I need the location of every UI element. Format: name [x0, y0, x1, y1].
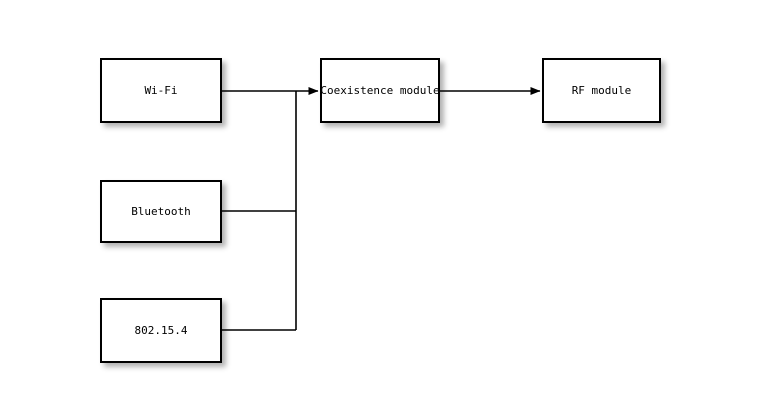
node-wifi[interactable]: Wi-Fi	[100, 58, 222, 123]
node-802-15-4-label: 802.15.4	[134, 324, 188, 337]
node-wifi-label: Wi-Fi	[144, 84, 178, 97]
node-bluetooth-label: Bluetooth	[131, 205, 191, 218]
node-802-15-4[interactable]: 802.15.4	[100, 298, 222, 363]
node-bluetooth[interactable]: Bluetooth	[100, 180, 222, 243]
node-coexistence-module-label: Coexistence module	[320, 84, 440, 97]
node-coexistence-module[interactable]: Coexistence module	[320, 58, 440, 123]
node-rf-module-label: RF module	[571, 84, 632, 97]
node-rf-module[interactable]: RF module	[542, 58, 661, 123]
